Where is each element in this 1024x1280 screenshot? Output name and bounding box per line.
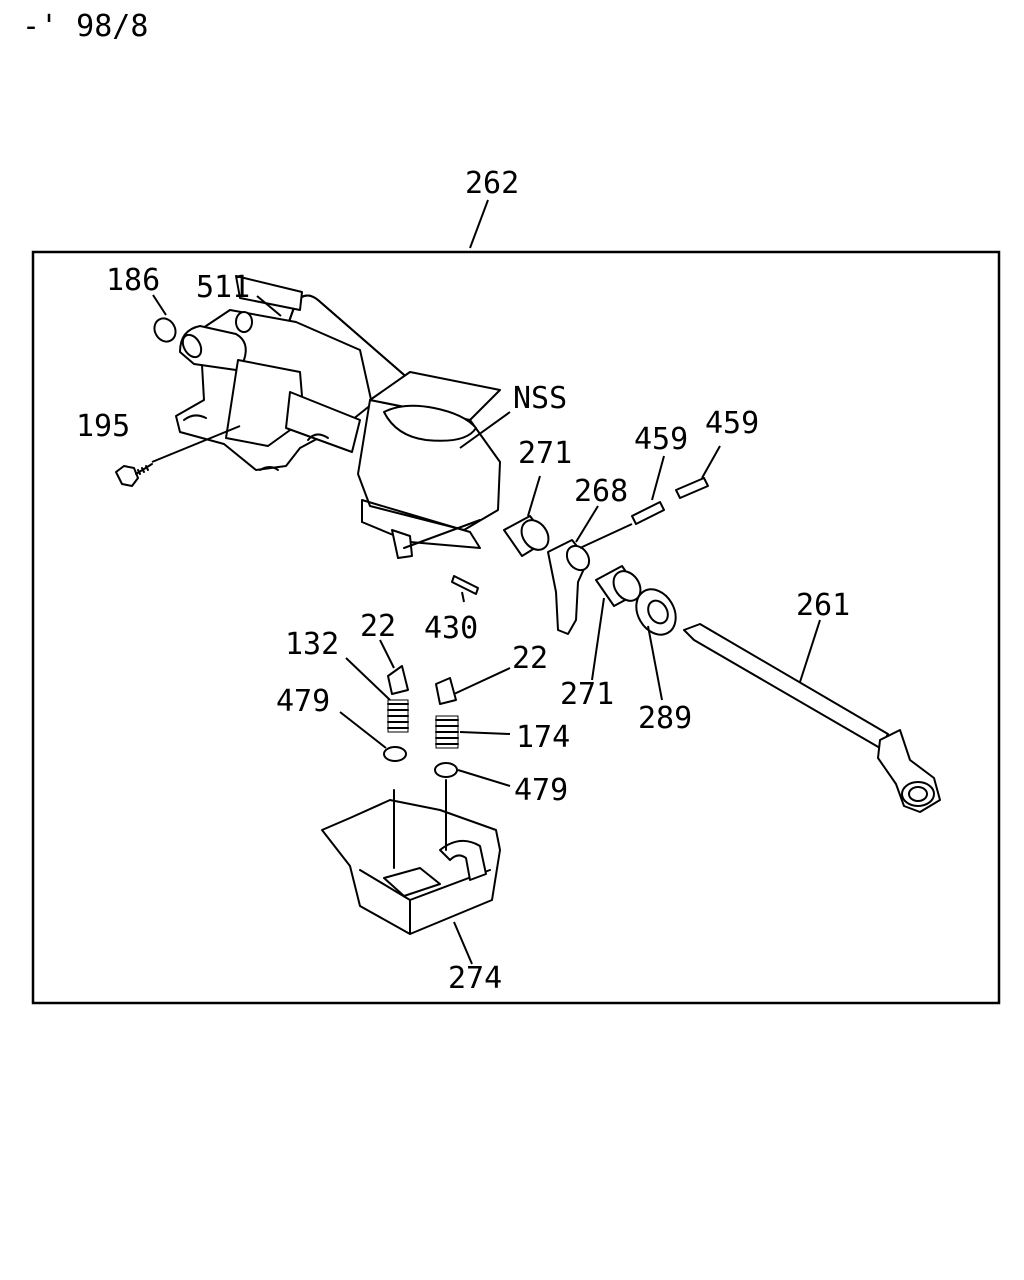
part-195-bolt: [115, 463, 153, 487]
callout-459-b: 459: [705, 406, 759, 441]
part-459-pin-a: [631, 501, 665, 525]
part-nss-block: [357, 371, 501, 559]
part-479-oring-left: [383, 746, 407, 762]
callout-22-left: 22: [360, 609, 396, 644]
callout-274: 274: [448, 961, 502, 996]
callout-268: 268: [574, 474, 628, 509]
part-22-detent-left: [387, 665, 409, 695]
part-274-cover: [321, 779, 501, 935]
callout-174: 174: [516, 720, 570, 755]
callout-132: 132: [285, 627, 339, 662]
callout-271-upper: 271: [518, 436, 572, 471]
part-186-cap: [153, 317, 177, 343]
part-479-oring-right: [434, 762, 458, 778]
part-271-bushing-lower: [595, 565, 642, 607]
page-code: -' 98/8: [22, 9, 148, 44]
callout-261: 261: [796, 588, 850, 623]
callout-186: 186: [106, 263, 160, 298]
callout-459-a: 459: [634, 422, 688, 457]
part-174-spring: [435, 715, 459, 749]
callout-262: 262: [465, 166, 519, 201]
assembly-frame: [31, 250, 1001, 1005]
callout-195: 195: [76, 409, 130, 444]
part-housing-tube: [285, 391, 361, 453]
callout-271-lower: 271: [560, 677, 614, 712]
part-22-detent-right: [435, 677, 457, 705]
part-271-bushing-upper: [503, 515, 550, 557]
part-459-pin-b: [675, 477, 709, 499]
callout-22-right: 22: [512, 641, 548, 676]
callout-511: 511: [196, 270, 250, 305]
callout-430: 430: [424, 611, 478, 646]
callout-479-right: 479: [514, 773, 568, 808]
part-289-bearing: [635, 588, 677, 636]
leader-lines: [151, 199, 821, 965]
callout-479-left: 479: [276, 684, 330, 719]
part-132-spring: [387, 699, 409, 733]
part-261-shift-rod: [683, 623, 941, 813]
part-268-lever: [547, 539, 591, 635]
callout-289: 289: [638, 701, 692, 736]
part-430-pin: [451, 575, 479, 595]
callout-nss: NSS: [513, 381, 567, 416]
